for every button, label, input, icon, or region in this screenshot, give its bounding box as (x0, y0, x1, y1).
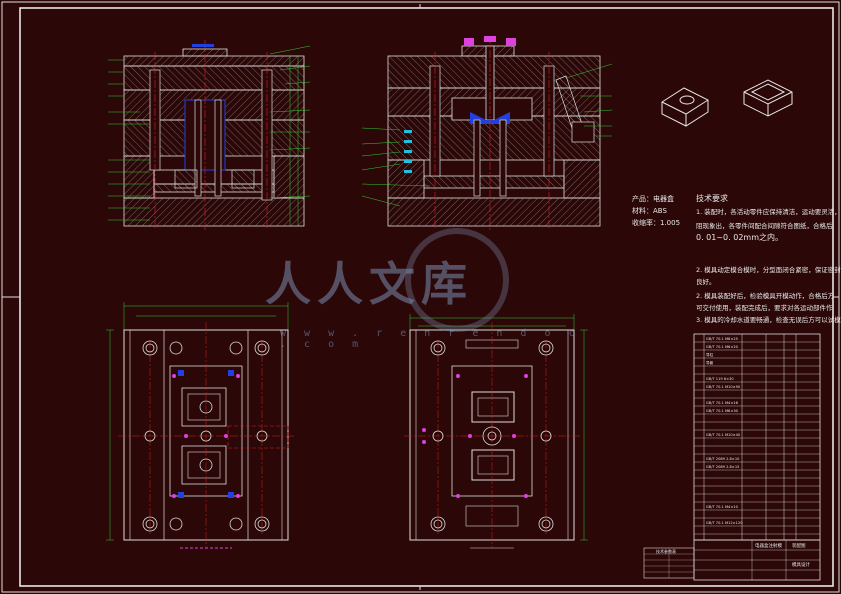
tech-req-title: 技术要求 (696, 193, 728, 203)
bill-of-materials: GB/T 70.1 M8×25 GB/T 70.1 M6×20 导柱 导套 GB… (693, 333, 821, 541)
bom-row-label: GB/T 2089 2.8×15 (706, 465, 739, 469)
bom-row-label: GB/T 70.1 M10×40 (706, 433, 741, 437)
bom-row-label: 导套 (706, 360, 714, 365)
bom-row-label: GB/T 70.1 M10×90 (706, 385, 741, 389)
bom-row-label: GB/T 70.1 M12×120 (706, 521, 743, 525)
title-block: 电器盒注射模 装配图 模具设计 (693, 539, 821, 581)
bom-row-label: GB/T 2089 2.8×10 (706, 457, 740, 461)
drawing-name: 电器盒注射模 (755, 542, 782, 549)
shrink-label: 收缩率：1.005 (632, 218, 680, 227)
product-isometric-views (661, 79, 793, 127)
bom-row-label: GB/T 70.1 M4×16 (706, 401, 739, 405)
tech-req-line: 阻现象出，各零件间配合间隙符合图纸，合格后 (696, 221, 833, 230)
tech-req-line: 0. 01~0. 02mm之内。 (696, 232, 783, 242)
tech-req-line: 2. 模具动定模合模时，分型面闭合紧密，保证密封 (696, 265, 841, 274)
parameter-table: 技术参数表 (643, 547, 695, 579)
material-label: 材料：ABS (632, 206, 667, 215)
bom-row-label: GB/T 70.1 M8×25 (706, 337, 738, 341)
tech-req-line: 1. 装配时，各活动零件应保持清洁，运动要灵活，无卡 (696, 207, 841, 216)
tech-req-line: 良好。 (696, 277, 716, 286)
bom-row-label: GB/T 119 6×30 (706, 377, 734, 381)
tech-req-line: 可交付使用，装配完成后，要求对各运动部件作 (696, 303, 833, 312)
product-label: 产品：电器盒 (632, 194, 674, 203)
technical-requirements: 技术要求 1. 装配时，各活动零件应保持清洁，运动要灵活，无卡 阻现象出，各零件… (696, 193, 841, 324)
sheet-label: 模具设计 (792, 561, 810, 568)
bom-row-label: GB/T 70.1 M8×30 (706, 409, 739, 413)
parameter-table-title: 技术参数表 (656, 548, 676, 554)
tech-req-line: 2. 模具装配好后，检验模具开模动作，合格后方 (696, 291, 835, 300)
section-view-left (108, 40, 311, 230)
bom-row-label: 导柱 (706, 352, 714, 357)
bom-row-label: GB/T 70.1 M4×10 (706, 505, 739, 509)
bom-row-label: GB/T 70.1 M6×20 (706, 345, 739, 349)
drawing-type: 装配图 (792, 542, 806, 549)
product-info: 产品：电器盒 材料：ABS 收缩率：1.005 (632, 194, 680, 227)
section-view-right (361, 36, 613, 230)
plan-view-right (404, 314, 588, 549)
plan-view-left (106, 302, 294, 549)
tech-req-line: 3. 模具的冷却水道要畅通，检查无误后方可以试模。 (696, 315, 841, 324)
